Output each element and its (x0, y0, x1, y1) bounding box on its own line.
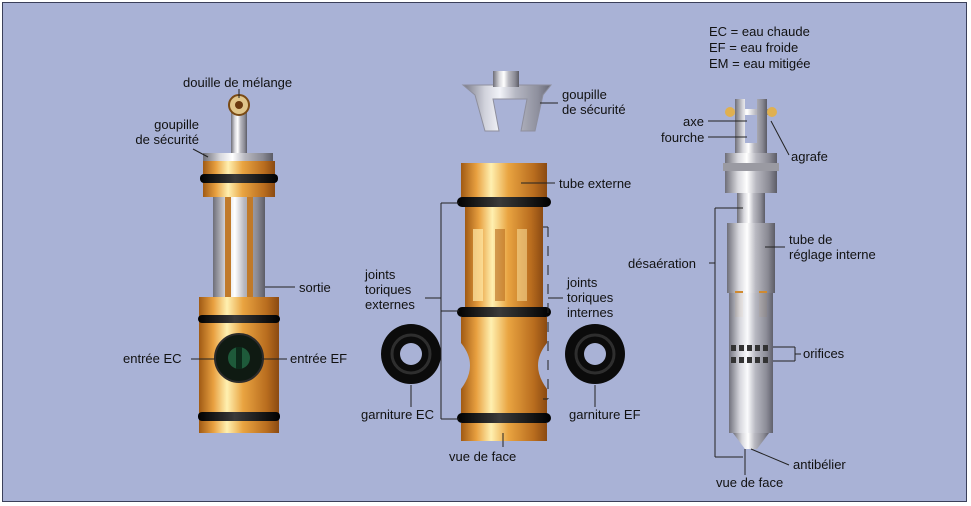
legend-em: EM = eau mitigée (709, 56, 811, 71)
middle-slot-3 (517, 229, 527, 301)
middle-cartridge (381, 71, 625, 441)
middle-bottom (461, 423, 547, 441)
label-middle-goupille-line2: de sécurité (562, 102, 626, 117)
label-desaeration: désaération (628, 256, 696, 271)
label-antibelier: antibélier (793, 457, 846, 472)
label-left-goupille: goupille de sécurité (123, 117, 199, 147)
mixing-sleeve-hole (235, 101, 243, 109)
label-entree-ef: entrée EF (290, 351, 348, 366)
label-joints-internes-line1: joints (567, 275, 598, 290)
label-middle-goupille: goupille de sécurité (562, 87, 626, 117)
gasket-ef-hole (584, 343, 606, 365)
label-joints-internes: joints toriques internes (567, 275, 613, 320)
right-orifice-row-1 (731, 345, 768, 351)
left-oring-top (200, 174, 278, 183)
right-axle (727, 109, 775, 115)
left-safety-pin (203, 153, 273, 161)
cartridge-illustration (191, 71, 801, 475)
label-tube-reglage-line2: réglage interne (789, 247, 876, 262)
middle-slot-2 (495, 229, 505, 301)
gasket-ec-hole (400, 343, 422, 365)
abbreviation-legend: EC = eau chaude EF = eau froide EM = eau… (709, 24, 811, 72)
right-axle-end-right (767, 107, 777, 117)
right-adjust-tube (727, 223, 775, 293)
left-cartridge (198, 94, 280, 433)
mixing-sleeve-stem (231, 103, 247, 163)
label-left-goupille-line2: de sécurité (135, 132, 199, 147)
label-joints-internes-line3: internes (567, 305, 614, 320)
middle-oring-2 (457, 307, 551, 317)
left-oring-bottom (198, 412, 280, 421)
right-cartridge (723, 99, 779, 449)
label-tube-externe: tube externe (559, 176, 632, 191)
label-sortie: sortie (299, 280, 331, 295)
right-orifice-row-2 (731, 357, 768, 363)
label-garniture-ec: garniture EC (361, 407, 434, 422)
left-oring-mid (198, 315, 280, 323)
left-chrome-window (213, 197, 265, 297)
middle-pin-tab (493, 71, 519, 87)
right-top-collar (725, 153, 777, 193)
label-garniture-ef: garniture EF (569, 407, 641, 422)
label-entree-ec: entrée EC (123, 351, 182, 366)
label-middle-goupille-line1: goupille (562, 87, 607, 102)
legend-ef: EF = eau froide (709, 40, 799, 55)
label-joints-externes: joints toriques externes (365, 267, 415, 312)
gasket-ef-rim (574, 333, 616, 375)
label-fourche: fourche (661, 130, 705, 145)
right-groove (723, 163, 779, 171)
left-brass-rib-2 (247, 197, 253, 297)
legend-ec: EC = eau chaude (709, 24, 810, 39)
left-brass-rib-1 (225, 197, 231, 297)
label-joints-externes-line2: toriques (365, 282, 412, 297)
label-axe: axe (683, 114, 704, 129)
middle-top (461, 163, 547, 199)
left-inlet-divider (236, 347, 242, 369)
right-axle-end-left (725, 107, 735, 117)
label-right-vue-de-face: vue de face (716, 475, 784, 490)
label-joints-externes-line3: externes (365, 297, 415, 312)
middle-slot-1 (473, 229, 483, 301)
gasket-ec-rim (390, 333, 432, 375)
label-tube-reglage: tube de réglage interne (789, 232, 876, 262)
middle-oring-3 (457, 413, 551, 423)
label-douille-melange: douille de mélange (183, 75, 293, 90)
middle-oring-1 (457, 197, 551, 207)
label-orifices: orifices (803, 346, 845, 361)
label-middle-vue-de-face: vue de face (449, 449, 517, 464)
right-fork (735, 99, 767, 153)
label-joints-externes-line1: joints (365, 267, 396, 282)
label-joints-internes-line2: toriques (567, 290, 614, 305)
label-tube-reglage-line1: tube de (789, 232, 833, 247)
right-tip (733, 433, 769, 449)
label-left-goupille-line1: goupille (154, 117, 199, 132)
middle-safety-pin (461, 84, 553, 132)
middle-waist (461, 317, 547, 415)
leader-lines (191, 89, 801, 475)
label-agrafe: agrafe (791, 149, 828, 164)
